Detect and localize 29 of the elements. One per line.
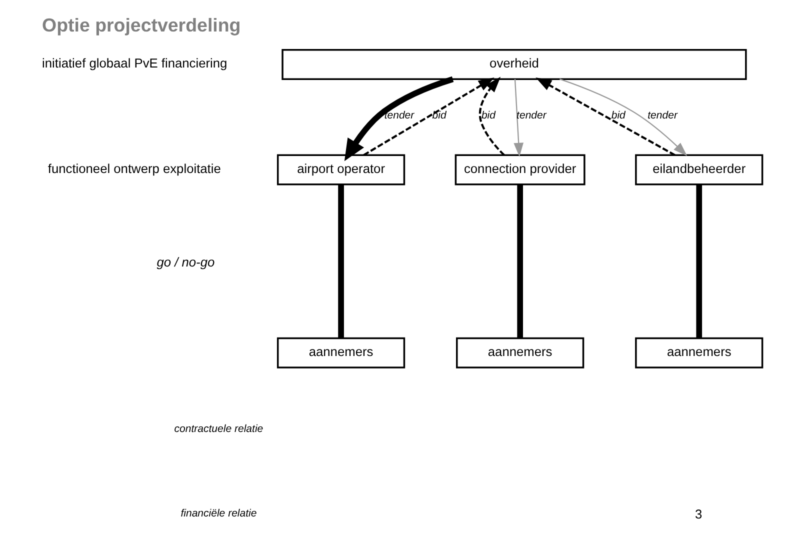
legend-label: financiële relatie — [180, 507, 256, 520]
edge-label: tender — [516, 110, 546, 122]
label: initiatief globaal PvE financiering — [42, 56, 227, 71]
arrow — [558, 78, 687, 156]
connector — [516, 184, 522, 338]
node-box: aannemers — [634, 337, 763, 368]
arrow — [478, 76, 504, 156]
edge-label: tender — [384, 110, 414, 122]
legend-label: contractuele relatie — [174, 423, 263, 436]
arrow — [535, 78, 675, 156]
edge-label: bid — [480, 110, 496, 122]
arrow — [344, 76, 454, 162]
node-box: aannemers — [456, 337, 584, 368]
edge-label: tender — [647, 110, 677, 122]
arrow — [362, 77, 494, 156]
node-box: overheid — [281, 48, 746, 80]
connector — [338, 184, 344, 338]
arrow — [513, 79, 524, 157]
label: 3 — [694, 506, 702, 522]
edge-label: bid — [610, 110, 625, 122]
label: functioneel ontwerp exploitatie — [47, 161, 220, 176]
node-box: connection provider — [454, 154, 585, 186]
node-box: aannemers — [276, 337, 405, 368]
connector — [696, 184, 702, 338]
label: go / no-go — [156, 254, 214, 270]
node-box: airport operator — [276, 154, 405, 186]
node-box: eilandbeheerder — [634, 154, 763, 186]
edge-label: bid — [432, 110, 446, 122]
diagram-title: Optie projectverdeling — [42, 14, 240, 36]
